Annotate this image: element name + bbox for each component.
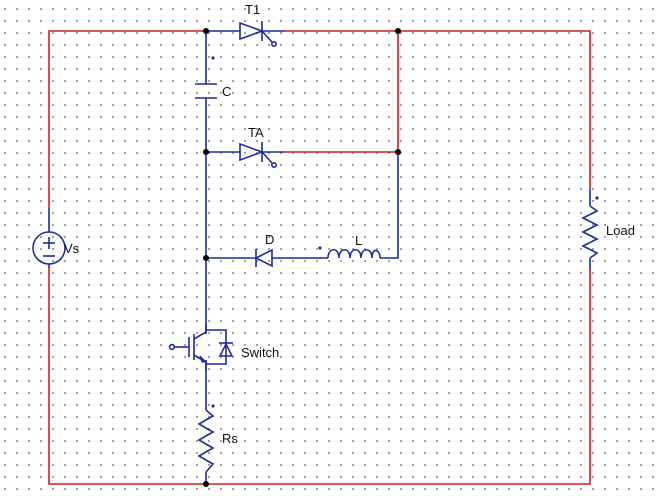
wire-bottom-right[interactable] (206, 270, 591, 485)
junction-nodes (203, 28, 401, 487)
load-resistor[interactable]: Load (581, 196, 635, 259)
switch-label: Switch (241, 345, 279, 360)
junction-node (395, 28, 401, 34)
t1-label: T1 (245, 2, 260, 17)
resistor-icon (197, 404, 215, 473)
dc-voltage-source-icon (32, 231, 66, 265)
supply-wires (48, 30, 591, 485)
thyristor-t1[interactable]: T1 (239, 2, 277, 47)
igbt-switch-icon (168, 324, 234, 370)
vs-label: Vs (64, 241, 80, 256)
thyristor-icon (239, 142, 277, 169)
l-label: L (355, 233, 362, 248)
ta-label: TA (248, 125, 264, 140)
junction-node (203, 255, 209, 261)
junction-node (395, 149, 401, 155)
wire-l-right[interactable] (380, 152, 399, 259)
inductor-icon (318, 246, 381, 259)
thyristor-icon (239, 21, 277, 47)
capacitor-c[interactable]: C (195, 56, 231, 99)
rs-label: Rs (222, 431, 238, 446)
diode-d[interactable]: D (254, 232, 274, 268)
wire-left-bottom[interactable] (48, 268, 206, 485)
junction-node (203, 149, 209, 155)
capacitor-icon (195, 56, 217, 99)
voltage-source-vs[interactable]: Vs (32, 231, 80, 265)
component-wires (48, 30, 591, 484)
c-label: C (222, 84, 231, 99)
inductor-l[interactable]: L (318, 233, 381, 259)
junction-node (203, 481, 209, 487)
igbt-switch[interactable]: Switch (168, 324, 280, 370)
diode-icon (254, 248, 273, 268)
wire-left-top[interactable] (48, 30, 206, 208)
resistor-icon (581, 196, 599, 259)
wire-top-right[interactable] (285, 30, 591, 190)
thyristor-ta[interactable]: TA (239, 125, 277, 169)
rs-resistor[interactable]: Rs (197, 404, 238, 473)
junction-node (203, 28, 209, 34)
d-label: D (265, 232, 274, 247)
load-label: Load (606, 223, 635, 238)
